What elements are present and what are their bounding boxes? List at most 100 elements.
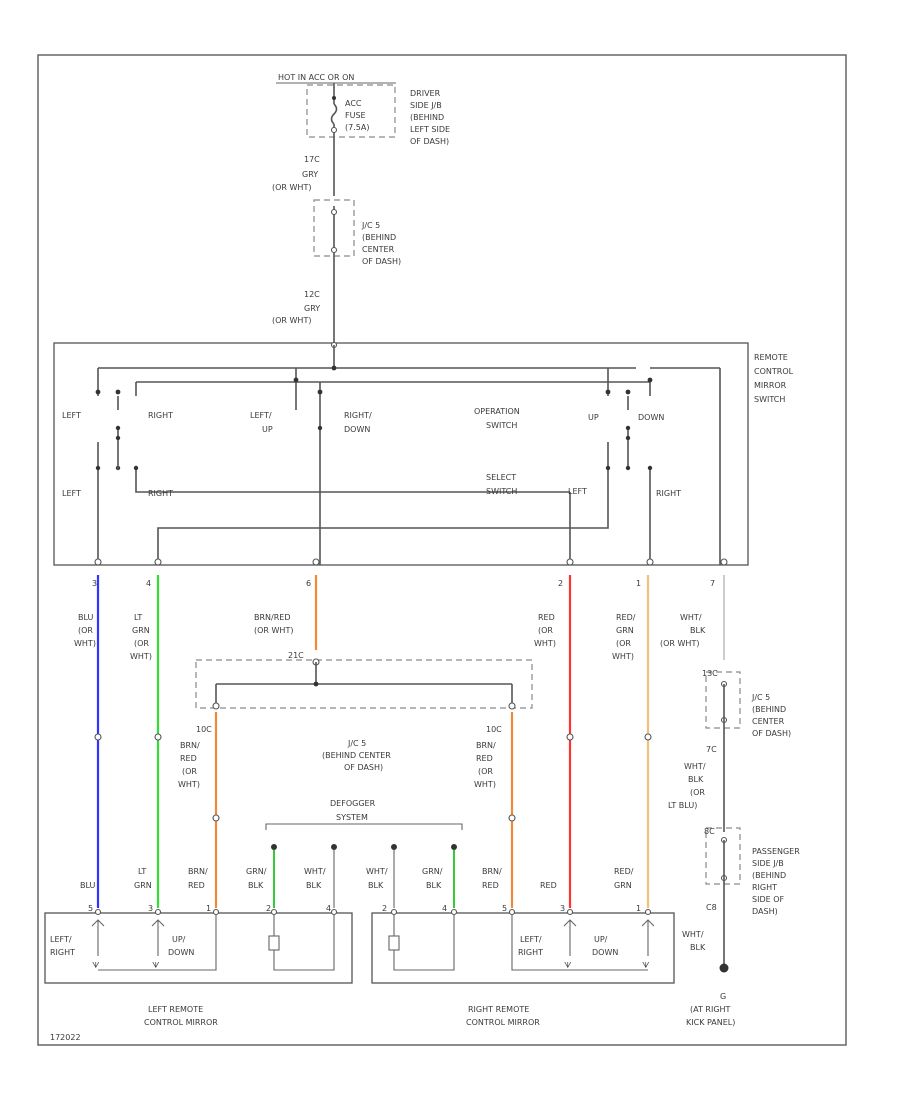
- b-redgrn-2: GRN: [614, 881, 632, 890]
- select-right-wiring: [117, 442, 571, 565]
- switch-gnd-line: [650, 367, 721, 565]
- jc5-upper-pin-a: [330, 208, 338, 216]
- w4-label-2: BLK: [690, 943, 706, 952]
- w3-pin: 7C: [706, 745, 717, 754]
- bus-node-2: [293, 377, 299, 383]
- rm-heater: [393, 914, 455, 971]
- brnred-l-4: WHT): [178, 780, 200, 789]
- whtblk-label-2: BLK: [690, 626, 706, 635]
- bus-node-4: [115, 389, 121, 395]
- switch-name-4: SWITCH: [754, 395, 785, 404]
- b-brnred-3: BRN/: [482, 867, 502, 876]
- ground-label-3: KICK PANEL): [686, 1018, 735, 1027]
- diagram-code: 172022: [50, 1033, 81, 1042]
- switch-pin-7: [720, 558, 728, 566]
- jc3-label-1: J/C 5: [751, 693, 770, 702]
- fuse-top-node: [332, 96, 336, 100]
- switch-up-label: UP: [588, 413, 599, 422]
- jc2-pin-right: 10C: [486, 725, 502, 734]
- fuse-label-2: FUSE: [345, 111, 366, 120]
- jc2-label-2: (BEHIND CENTER: [322, 751, 391, 760]
- blu-label-2: (OR: [78, 626, 93, 635]
- jc5-pin-right: [508, 702, 516, 710]
- lm-pin-4: 4: [326, 904, 331, 913]
- lm-pin-3: 3: [148, 904, 153, 913]
- b-ltgrn-1: LT: [138, 867, 146, 876]
- brnred-l-3: (OR: [182, 767, 197, 776]
- b-grnblk-3: GRN/: [422, 867, 443, 876]
- lm-ud-1: UP/: [172, 935, 186, 944]
- rm-c2: [450, 908, 458, 916]
- jc5-right-box: [705, 671, 741, 729]
- mid-contact: [317, 425, 323, 431]
- defog-node-3: [391, 844, 397, 850]
- lm-name-2: CONTROL MIRROR: [144, 1018, 218, 1027]
- pj-label-1: PASSENGER: [752, 847, 800, 856]
- defogger-bracket: [265, 823, 463, 830]
- brnred-l-1: BRN/: [180, 741, 200, 750]
- pin-label-1: 1: [636, 579, 641, 588]
- pj-label-2: SIDE J/B: [752, 859, 784, 868]
- pin-label-4: 4: [146, 579, 151, 588]
- switch-name-2: CONTROL: [754, 367, 794, 376]
- inline-conn-6: [508, 814, 516, 822]
- switch-right-label: RIGHT: [148, 411, 173, 420]
- bus-node-3: [317, 389, 323, 395]
- pj-label-5: SIDE OF: [752, 895, 784, 904]
- jc1-label-1: J/C 5: [361, 221, 380, 230]
- switch-name-1: REMOTE: [754, 353, 788, 362]
- inline-conn-3: [566, 733, 574, 741]
- lm-lr-2: RIGHT: [50, 948, 75, 957]
- fuse-loc-4: LEFT SIDE: [410, 125, 450, 134]
- ground-point: [719, 963, 729, 973]
- rm-heater-element: [388, 935, 400, 951]
- blu-label-1: BLU: [78, 613, 94, 622]
- lm-c1: [94, 908, 102, 916]
- pin-label-3: 3: [92, 579, 97, 588]
- b-brnred-4: RED: [482, 881, 499, 890]
- fuse-pin: [330, 126, 338, 134]
- red-label-2: (OR: [538, 626, 553, 635]
- switch-rightdown-2: DOWN: [344, 425, 370, 434]
- op-contact-1: [115, 425, 121, 431]
- left-mirror-box: [44, 912, 353, 984]
- select-right-line: [627, 442, 651, 565]
- lm-motor-icon-2: ᗐ: [152, 961, 160, 970]
- lm-c2: [154, 908, 162, 916]
- rm-lr-2: RIGHT: [518, 948, 543, 957]
- defogger-label-1: DEFOGGER: [330, 799, 376, 808]
- b-brnred-1: BRN/: [188, 867, 208, 876]
- wire2-color-2: (OR WHT): [272, 316, 311, 325]
- lm-ud-2: DOWN: [168, 948, 194, 957]
- bus-node-1: [331, 365, 337, 371]
- switch-pin-6: [312, 558, 320, 566]
- b-grnblk-1: GRN/: [246, 867, 267, 876]
- sel-dot-6: [647, 465, 653, 471]
- red-label-3: WHT): [534, 639, 556, 648]
- rm-pin-3: 3: [560, 904, 565, 913]
- op-contact-2: [115, 435, 121, 441]
- w4-label-1: WHT/: [682, 930, 704, 939]
- sel-dot-5: [625, 465, 631, 471]
- lm-heater: [273, 914, 335, 971]
- b-ltgrn-2: GRN: [134, 881, 152, 890]
- select-right-label: RIGHT: [148, 489, 173, 498]
- defog-node-2: [331, 844, 337, 850]
- b-grnblk-4: BLK: [426, 881, 442, 890]
- switch-leftup-2: UP: [262, 425, 273, 434]
- brnred-r-2: RED: [476, 754, 493, 763]
- right-mirror-box: [371, 912, 675, 984]
- rm-motor-lr: [563, 919, 577, 956]
- b-red: RED: [540, 881, 557, 890]
- pin-label-2: 2: [558, 579, 563, 588]
- fuse-jb-box: [306, 84, 396, 138]
- redgrn-label-4: WHT): [612, 652, 634, 661]
- redgrn-label-1: RED/: [616, 613, 636, 622]
- switch-left-label: LEFT: [62, 411, 81, 420]
- fuse-loc-3: (BEHIND: [410, 113, 444, 122]
- rm-pin-5: 5: [502, 904, 507, 913]
- brnred-r-4: WHT): [474, 780, 496, 789]
- switch-pin-3: [94, 558, 102, 566]
- jc1-label-4: OF DASH): [362, 257, 401, 266]
